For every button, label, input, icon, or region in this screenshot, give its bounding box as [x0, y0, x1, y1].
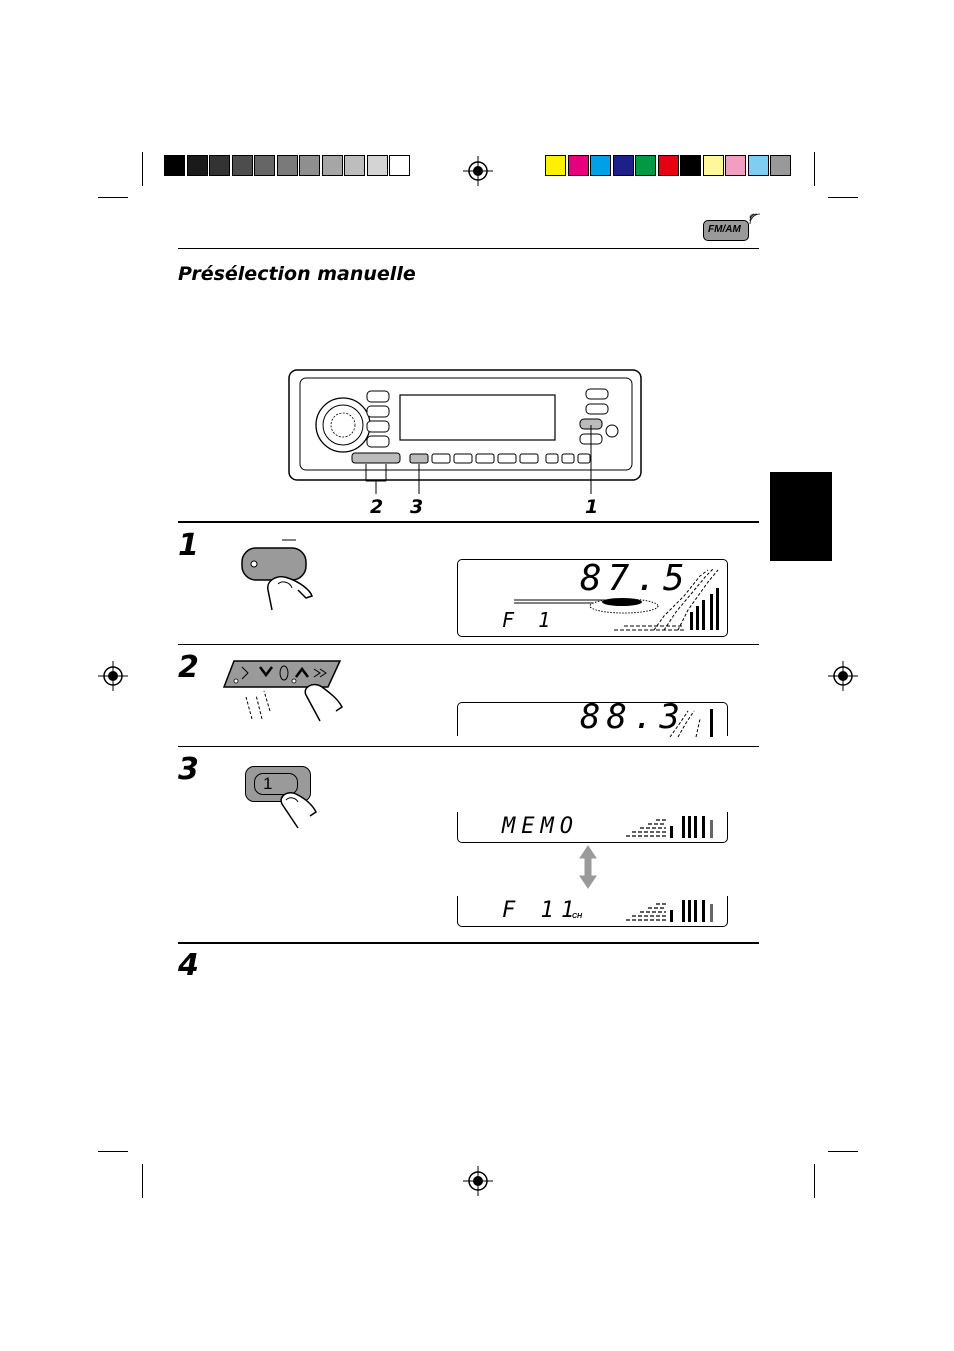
lcd-spectrum-graphic — [626, 816, 713, 838]
color-swatch — [612, 155, 634, 176]
lcd-display-step3-memo: MEMO — [457, 812, 728, 843]
lcd-frequency: 88.3 — [580, 697, 686, 737]
grayscale-calibration-bar — [164, 155, 412, 176]
crop-mark — [98, 197, 128, 198]
color-swatch — [186, 155, 208, 176]
lcd-channel-suffix: CH — [572, 913, 583, 920]
color-swatch — [657, 155, 679, 176]
step-divider — [178, 521, 759, 523]
color-swatch — [276, 155, 298, 176]
color-swatch — [567, 155, 589, 176]
color-swatch — [254, 155, 275, 176]
alternating-arrow-icon — [579, 845, 597, 889]
radio-waves-icon — [749, 213, 761, 225]
step-number-1: 1 — [178, 528, 199, 563]
color-swatch — [680, 155, 701, 176]
fm-am-badge-label: FM/AM — [708, 224, 741, 235]
lcd-display-step1: 87.5 F 1 — [457, 558, 728, 637]
crop-mark — [142, 1164, 143, 1198]
section-title: Présélection manuelle — [178, 263, 416, 285]
crop-mark — [828, 1151, 858, 1152]
car-stereo-unit-diagram — [288, 369, 642, 494]
registration-target-icon — [463, 1166, 493, 1196]
registration-target-icon — [828, 661, 858, 691]
color-swatch — [209, 155, 230, 176]
band-button-press-illustration — [241, 539, 313, 611]
color-swatch — [164, 155, 185, 176]
step-number-3: 3 — [178, 752, 199, 787]
color-swatch — [231, 155, 253, 176]
step-number-2: 2 — [178, 650, 199, 685]
crop-mark — [142, 152, 143, 186]
lcd-frequency: 87.5 — [580, 558, 691, 599]
color-swatch — [725, 155, 746, 176]
preset-button-label: 1 — [263, 774, 273, 793]
step-divider — [178, 942, 759, 944]
color-swatch — [635, 155, 656, 176]
lcd-band: F 1 — [502, 608, 557, 632]
tuning-buttons-press-illustration — [222, 660, 343, 722]
callout-1: 1 — [585, 496, 599, 518]
step-divider — [178, 746, 759, 747]
header-rule — [178, 248, 759, 249]
color-calibration-bar — [545, 155, 793, 176]
lcd-band: F 1 — [502, 898, 560, 923]
color-swatch — [545, 155, 566, 176]
lcd-display-step3-channel: F 1 1 CH — [457, 896, 728, 927]
color-swatch — [321, 155, 343, 176]
fm-am-badge: FM/AM — [703, 220, 749, 241]
lcd-display-step2: 88.3 — [457, 697, 728, 738]
lcd-spectrum-graphic — [626, 900, 713, 922]
preset-button-inner: 1 — [254, 773, 298, 795]
color-swatch — [770, 155, 791, 176]
color-swatch — [389, 155, 410, 176]
finger-press-icon — [280, 792, 317, 829]
color-swatch — [366, 155, 388, 176]
crop-mark — [814, 1164, 815, 1198]
lcd-channel: 1 — [561, 898, 581, 923]
crop-mark — [814, 152, 815, 186]
registration-target-icon — [463, 156, 493, 186]
step-number-4: 4 — [178, 948, 199, 983]
lcd-spectrum-graphic — [669, 709, 713, 738]
crop-mark — [828, 197, 858, 198]
lcd-spectrum-graphic — [514, 567, 719, 631]
color-swatch — [299, 155, 320, 176]
language-tab — [770, 472, 832, 561]
registration-target-icon — [98, 661, 128, 691]
color-swatch — [702, 155, 724, 176]
lcd-memo: MEMO — [502, 814, 579, 839]
step-divider — [178, 644, 759, 645]
color-swatch — [344, 155, 365, 176]
color-swatch — [747, 155, 769, 176]
color-swatch — [590, 155, 611, 176]
callout-3: 3 — [410, 496, 424, 518]
callout-2: 2 — [370, 496, 384, 518]
crop-mark — [98, 1151, 128, 1152]
